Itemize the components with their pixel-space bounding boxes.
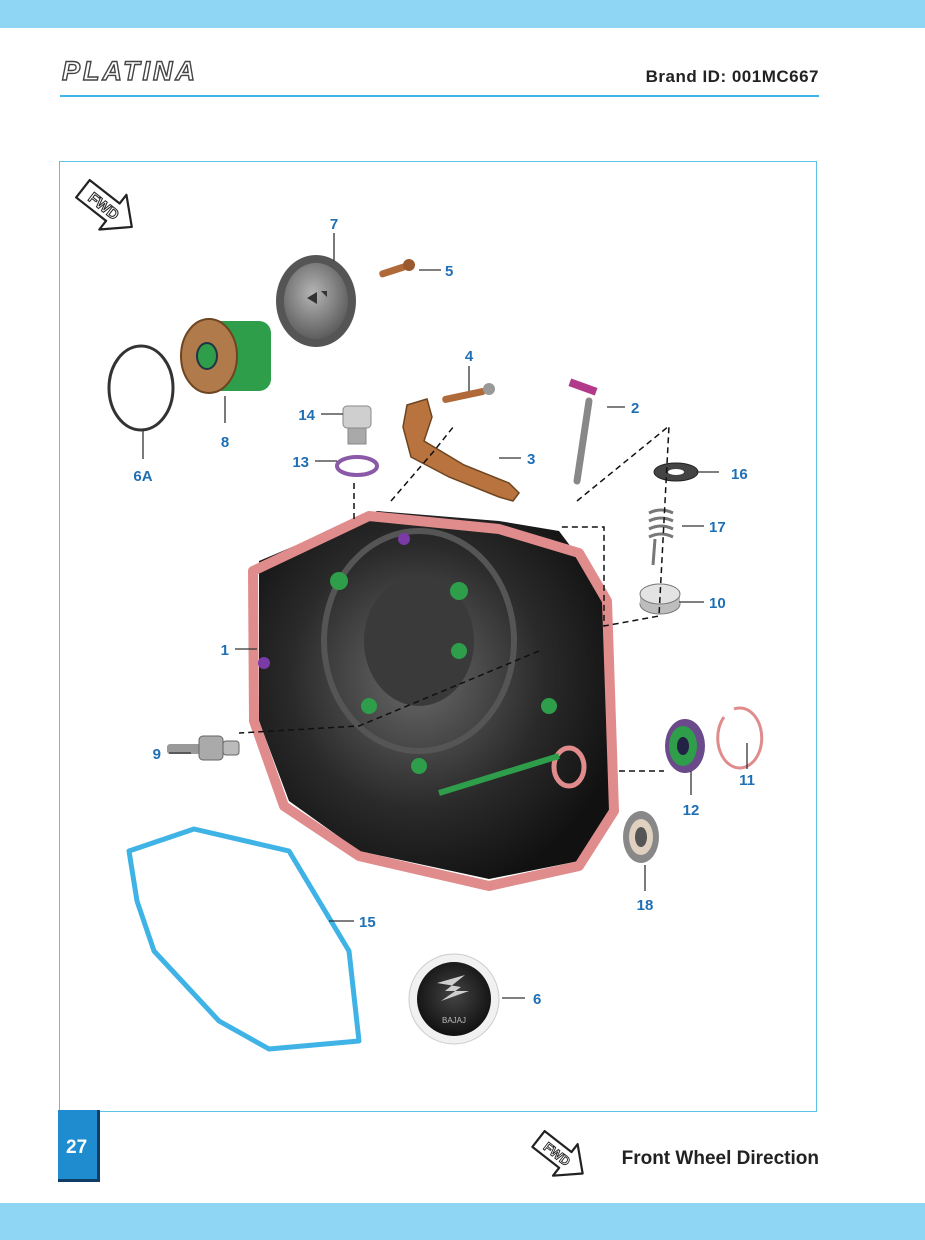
diagram-frame bbox=[59, 161, 817, 1112]
return-spring-part bbox=[648, 508, 674, 566]
callout-16: 16 bbox=[731, 466, 748, 483]
platina-logo: PLATINA bbox=[61, 56, 198, 86]
assembly-lines bbox=[238, 424, 670, 772]
callout-2: 2 bbox=[631, 400, 639, 417]
drain-plug-part bbox=[342, 405, 372, 445]
page-number-box bbox=[58, 1110, 100, 1182]
callout-11: 11 bbox=[739, 772, 755, 789]
callout-12: 12 bbox=[683, 802, 700, 819]
callout-6a: 6A bbox=[133, 468, 152, 485]
filter-cap-part bbox=[276, 255, 356, 347]
bottom-band bbox=[0, 1203, 925, 1240]
cover-bolt-part bbox=[167, 735, 240, 761]
plug-washer-part bbox=[335, 455, 379, 477]
callout-14: 14 bbox=[298, 407, 315, 424]
crankcase-cover-part bbox=[248, 511, 619, 891]
callout-9: 9 bbox=[153, 746, 161, 763]
bajaj-emblem-part: BAJAJ bbox=[408, 953, 500, 1045]
svg-text:BAJAJ: BAJAJ bbox=[442, 1016, 466, 1025]
bolt-part bbox=[379, 259, 415, 278]
cover-gasket-part bbox=[126, 826, 362, 1052]
cover-bearing-part bbox=[623, 811, 659, 863]
callout-8: 8 bbox=[221, 434, 229, 451]
callout-4: 4 bbox=[465, 348, 474, 365]
oil-filter-part bbox=[180, 318, 271, 394]
exploded-diagram: FWD bbox=[75, 178, 764, 1052]
callout-17: 17 bbox=[709, 519, 726, 536]
callout-10: 10 bbox=[709, 595, 726, 612]
top-band bbox=[0, 0, 925, 28]
header-rule bbox=[60, 95, 819, 97]
fwd-arrow-icon: FWD bbox=[75, 178, 133, 231]
callout-18: 18 bbox=[637, 897, 654, 914]
callout-13: 13 bbox=[292, 454, 309, 471]
callout-5: 5 bbox=[445, 263, 453, 280]
lever-bolt-part bbox=[442, 383, 495, 403]
brand-id: Brand ID: 001MC667 bbox=[645, 67, 819, 86]
circlip-part bbox=[716, 706, 764, 770]
clutch-shaft-part bbox=[568, 378, 598, 485]
fwd-legend-arrow-icon: FWD bbox=[531, 1130, 584, 1177]
o-ring-part bbox=[107, 344, 175, 432]
svg-text:PLATINA: PLATINA bbox=[62, 56, 198, 86]
callout-6: 6 bbox=[533, 991, 541, 1008]
washer-hole bbox=[668, 469, 684, 475]
page-number: 27 bbox=[66, 1137, 88, 1158]
leader-lines bbox=[142, 233, 748, 999]
callout-1: 1 bbox=[221, 642, 229, 659]
clutch-lever-part bbox=[402, 398, 520, 502]
callout-3: 3 bbox=[527, 451, 535, 468]
fwd-legend-text: Front Wheel Direction bbox=[621, 1148, 819, 1169]
callout-labels: 7 5 4 2 3 14 13 8 6A 16 17 10 1 9 11 12 … bbox=[133, 216, 755, 1008]
callout-7: 7 bbox=[330, 216, 338, 233]
oil-seal-part bbox=[665, 719, 705, 773]
callout-15: 15 bbox=[359, 914, 376, 931]
